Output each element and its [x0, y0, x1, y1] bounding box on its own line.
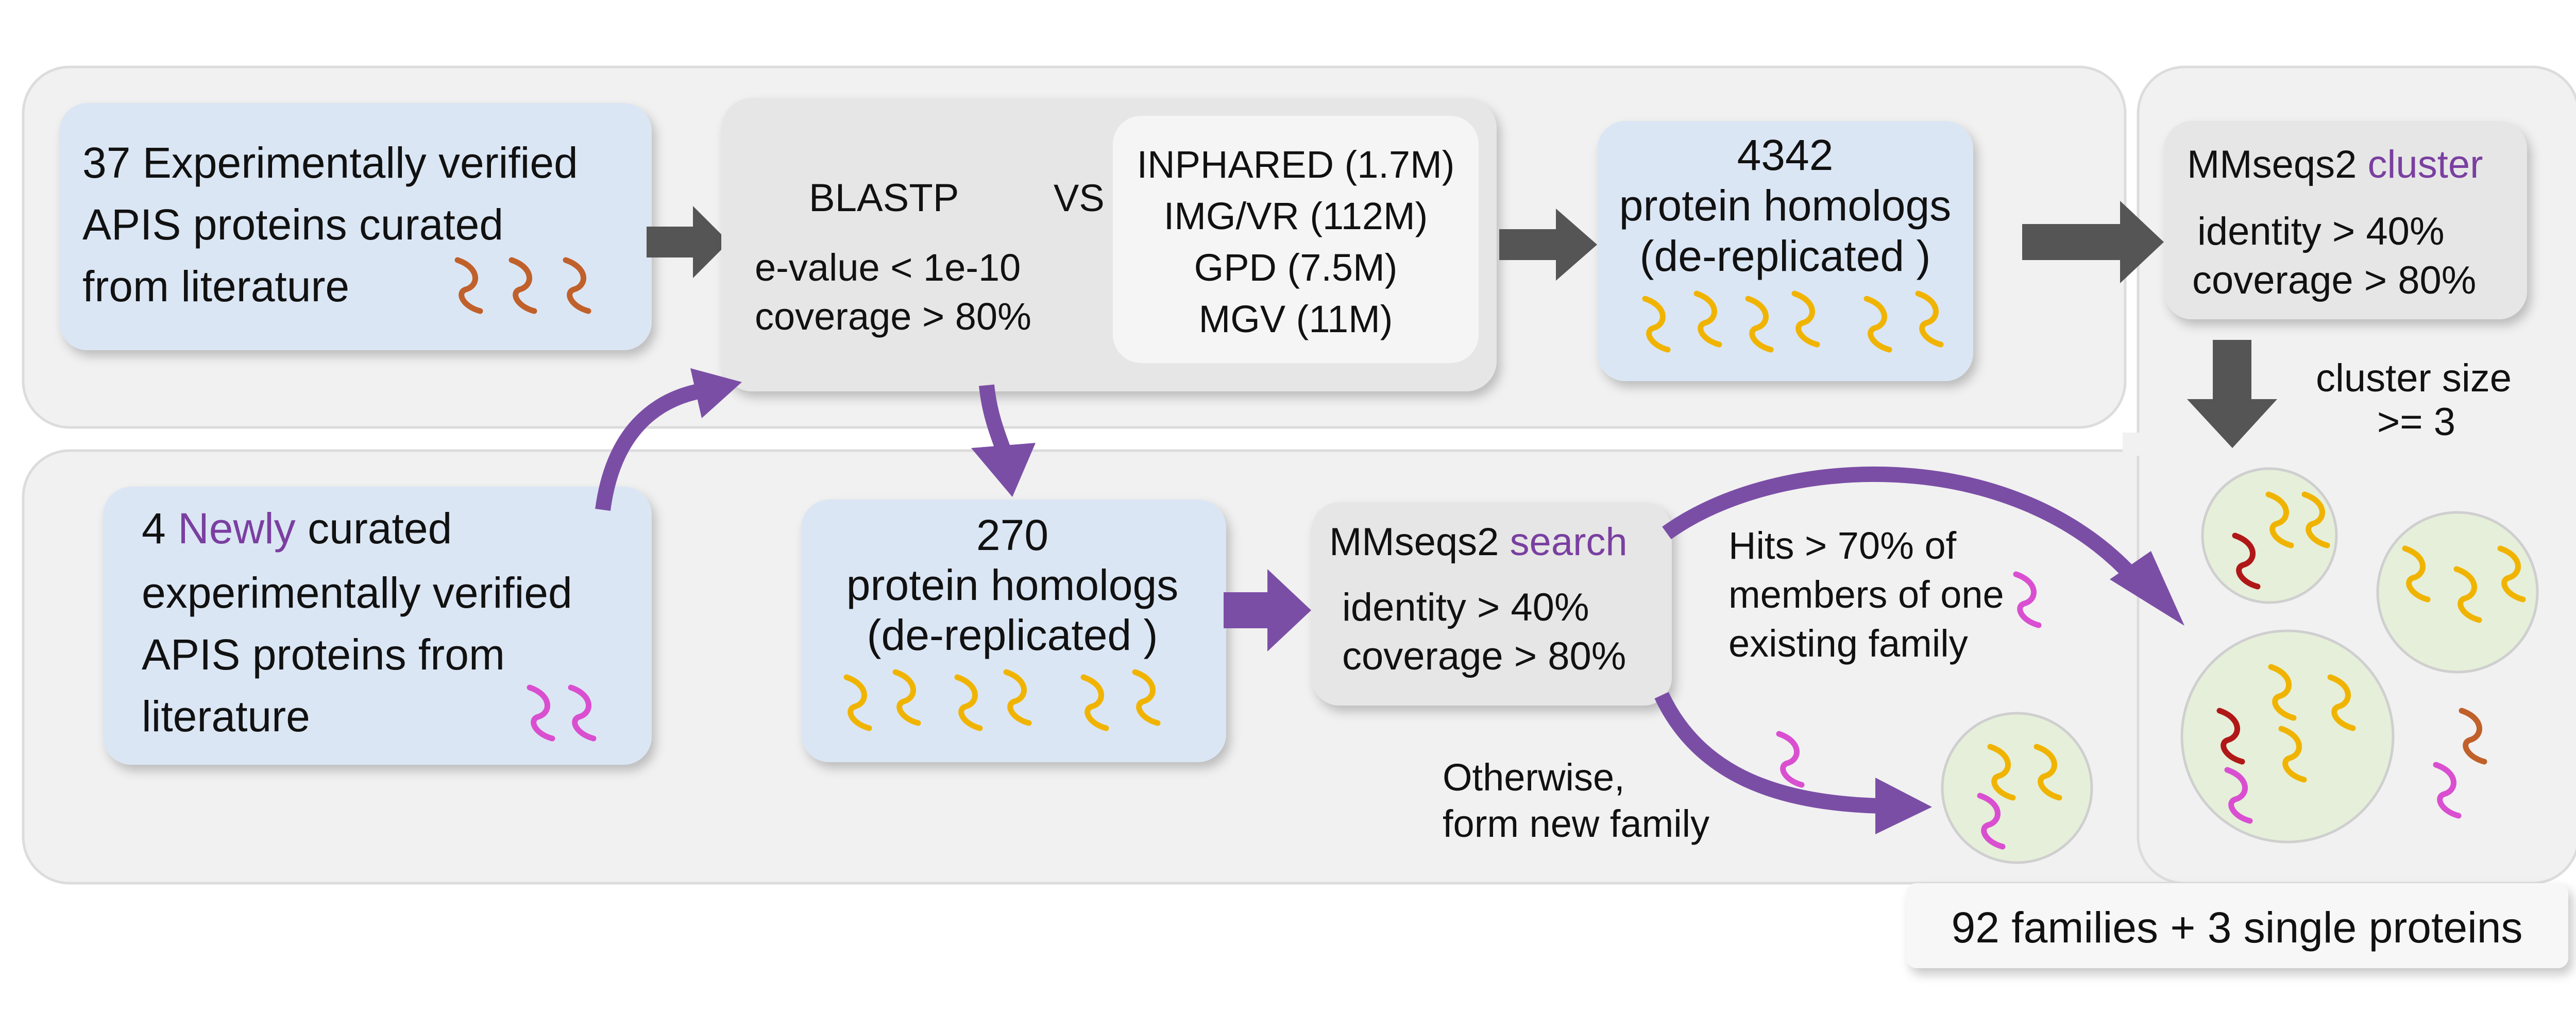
family-bubble — [2201, 467, 2338, 604]
family-bubble — [1941, 712, 2093, 864]
cluster-identity: identity > 40% — [2197, 210, 2445, 253]
bottom-panel — [22, 449, 2576, 885]
arrow-curved-right-icon — [1662, 466, 2184, 626]
search-coverage: coverage > 80% — [1342, 634, 1626, 678]
arrow-right-icon — [647, 206, 729, 278]
blast-evalue: e-value < 1e-10 — [755, 246, 1021, 289]
blast-coverage: coverage > 80% — [755, 295, 1031, 338]
source-line-3: from literature — [82, 262, 349, 311]
database-item: IMG/VR (112M) — [1164, 195, 1428, 237]
new-source-line-3: APIS proteins from — [142, 630, 505, 679]
arrow-curved-up-icon — [595, 368, 742, 511]
cluster-size-line-1: cluster size — [2316, 356, 2512, 400]
new-source-line-2: experimentally verified — [142, 569, 572, 617]
homologs-bottom-count: 270 — [976, 511, 1048, 559]
otherwise-note-line-1: Otherwise, — [1443, 756, 1625, 799]
arrow-right-icon — [2022, 201, 2164, 283]
database-item: MGV (11M) — [1199, 298, 1393, 340]
new-source-box — [103, 487, 652, 765]
database-item: INPHARED (1.7M) — [1137, 143, 1455, 186]
new-source-line-4: literature — [142, 692, 310, 741]
result-label: 92 families + 3 single proteins — [1952, 903, 2523, 952]
new-source-line-1: 4 Newly curated — [142, 504, 452, 553]
homologs-bottom-note: (de-replicated ) — [867, 611, 1158, 659]
homologs-top-count: 4342 — [1737, 131, 1834, 179]
panel-join — [2123, 433, 2143, 456]
homologs-bottom-label: protein homologs — [846, 561, 1178, 609]
database-item: GPD (7.5M) — [1194, 246, 1398, 289]
family-bubble — [2180, 629, 2395, 844]
cluster-size-line-2: >= 3 — [2377, 400, 2455, 444]
hits-note-line-2: members of one — [1728, 573, 2004, 616]
homologs-top-box — [1597, 121, 1973, 381]
blast-vs: VS — [1054, 177, 1105, 219]
source-line-2: APIS proteins curated — [82, 200, 503, 249]
search-identity: identity > 40% — [1342, 586, 1589, 629]
homologs-top-label: protein homologs — [1619, 181, 1951, 230]
search-title: MMseqs2 search — [1329, 520, 1628, 564]
arrow-down-icon — [971, 384, 1036, 497]
homologs-top-note: (de-replicated ) — [1640, 232, 1931, 280]
arrow-down-icon — [2187, 340, 2277, 448]
database-box — [1113, 116, 1479, 363]
arrow-curved-right-icon — [1654, 692, 1932, 834]
blast-title: BLASTP — [809, 176, 959, 220]
hits-note-line-1: Hits > 70% of — [1728, 524, 1957, 567]
source-line-1: 37 Experimentally verified — [82, 139, 578, 187]
search-box — [1311, 502, 1672, 706]
arrow-right-icon — [1224, 569, 1311, 651]
otherwise-note-line-2: form new family — [1443, 802, 1709, 845]
cluster-title: MMseqs2 cluster — [2187, 143, 2483, 186]
cluster-coverage: coverage > 80% — [2192, 259, 2476, 302]
result-box — [1906, 883, 2568, 968]
hits-note-line-3: existing family — [1728, 622, 1968, 665]
source-box — [59, 103, 652, 350]
arrow-right-icon — [1499, 209, 1597, 281]
cluster-box — [2164, 121, 2527, 319]
